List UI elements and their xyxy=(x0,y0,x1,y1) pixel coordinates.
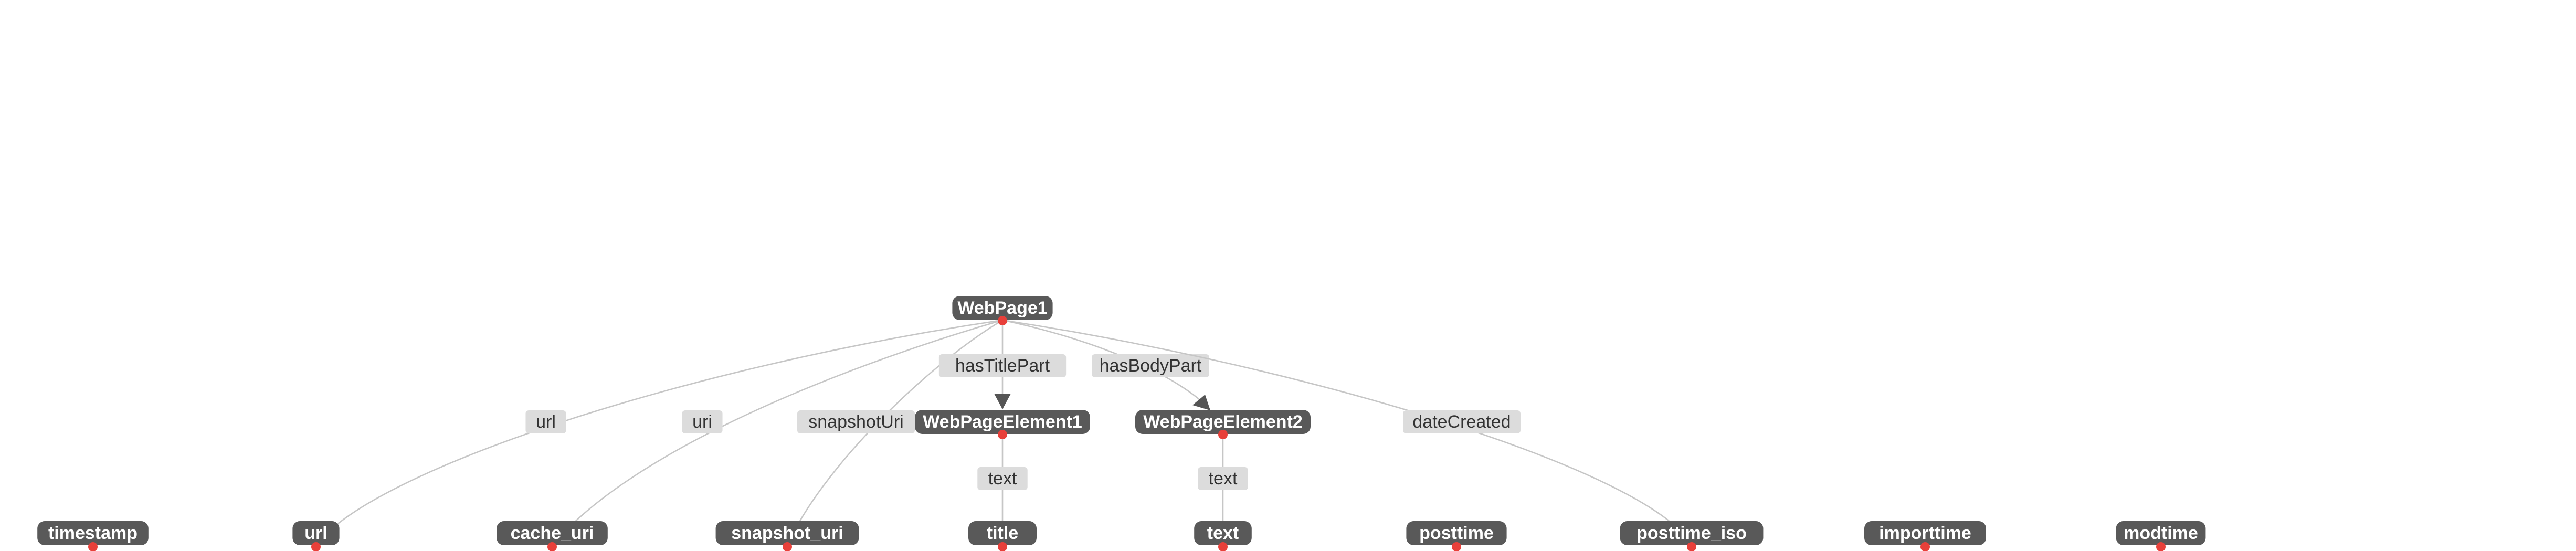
node-label: posttime xyxy=(1419,523,1494,543)
node-box[interactable] xyxy=(292,521,340,545)
port-dot-text[interactable] xyxy=(1218,542,1228,551)
edge-uri-cache-uri[interactable]: uri xyxy=(551,319,1003,546)
node-label: url xyxy=(304,523,327,543)
node-label: importtime xyxy=(1879,523,1971,543)
port-dot-web-page-element2[interactable] xyxy=(1218,430,1228,439)
node-modtime[interactable]: modtime xyxy=(2116,521,2206,545)
node-web-page-element1[interactable]: WebPageElement1 xyxy=(915,410,1090,434)
node-timestamp[interactable]: timestamp xyxy=(37,521,149,545)
node-label: text xyxy=(1207,523,1239,543)
node-posttime[interactable]: posttime xyxy=(1406,521,1507,545)
edge-label[interactable]: snapshotUri xyxy=(797,410,915,433)
node-box[interactable] xyxy=(1135,410,1311,434)
ports-layer xyxy=(88,316,2166,551)
node-label: modtime xyxy=(2124,523,2198,543)
edge-label[interactable]: text xyxy=(1198,467,1248,490)
node-url[interactable]: url xyxy=(292,521,340,545)
node-label: WebPageElement1 xyxy=(923,412,1082,432)
edge-label[interactable]: hasTitlePart xyxy=(938,354,1067,377)
edge-date-created-posttime-iso[interactable]: dateCreated xyxy=(1002,319,1693,546)
arrowhead-icon xyxy=(994,394,1011,409)
node-snapshot-uri[interactable]: snapshot_uri xyxy=(715,521,859,545)
node-box[interactable] xyxy=(1620,521,1764,545)
edge-label-text: snapshotUri xyxy=(808,412,903,432)
node-cache-uri[interactable]: cache_uri xyxy=(497,521,608,545)
node-text[interactable]: text xyxy=(1194,521,1252,545)
port-dot-web-page-element1[interactable] xyxy=(998,430,1007,439)
node-box[interactable] xyxy=(1194,521,1252,545)
edge-line[interactable] xyxy=(1002,319,1693,546)
node-posttime-iso[interactable]: posttime_iso xyxy=(1620,521,1764,545)
edge-snapshot-uri-snapshot-uri[interactable]: snapshotUri xyxy=(786,319,1003,546)
edge-label[interactable]: text xyxy=(977,467,1028,490)
node-label: snapshot_uri xyxy=(731,523,843,543)
edge-label-text: uri xyxy=(692,412,712,432)
edges-layer: url uri snapshotUri hasTitlePart hasBodyPart… xyxy=(315,319,1693,546)
node-box[interactable] xyxy=(1406,521,1507,545)
port-dot-snapshot-uri[interactable] xyxy=(783,542,792,551)
arrowhead-icon xyxy=(1192,395,1210,410)
node-label: timestamp xyxy=(48,523,138,543)
edge-label-text: hasBodyPart xyxy=(1100,356,1202,376)
edge-has-body-part-web-page-element2[interactable]: hasBodyPart xyxy=(1002,319,1210,410)
node-box[interactable] xyxy=(968,521,1037,545)
edge-label-text: text xyxy=(988,469,1017,489)
edge-label-text: url xyxy=(536,412,556,432)
edge-label[interactable]: uri xyxy=(682,410,723,433)
port-dot-posttime[interactable] xyxy=(1452,542,1461,551)
node-title[interactable]: title xyxy=(968,521,1037,545)
port-dot-cache-uri[interactable] xyxy=(547,542,557,551)
node-box[interactable] xyxy=(915,410,1090,434)
node-web-page-element2[interactable]: WebPageElement2 xyxy=(1135,410,1311,434)
port-dot-modtime[interactable] xyxy=(2156,542,2166,551)
port-dot-timestamp[interactable] xyxy=(88,542,98,551)
node-box[interactable] xyxy=(1864,521,1986,545)
edge-url-url[interactable]: url xyxy=(315,319,1003,546)
node-box[interactable] xyxy=(2116,521,2206,545)
node-box[interactable] xyxy=(952,296,1053,320)
edge-has-title-part-web-page-element1[interactable]: hasTitlePart xyxy=(938,320,1067,409)
edge-text-text[interactable]: text xyxy=(1198,433,1248,546)
port-dot-importtime[interactable] xyxy=(1920,542,1930,551)
port-dot-web-page1[interactable] xyxy=(998,316,1007,325)
port-dot-url[interactable] xyxy=(311,542,321,551)
edge-label-text: hasTitlePart xyxy=(955,356,1050,376)
node-label: cache_uri xyxy=(511,523,594,543)
node-box[interactable] xyxy=(37,521,149,545)
node-label: WebPageElement2 xyxy=(1143,412,1303,432)
node-box[interactable] xyxy=(497,521,608,545)
edge-label-text: text xyxy=(1209,469,1238,489)
node-label: WebPage1 xyxy=(957,298,1047,318)
node-box[interactable] xyxy=(715,521,859,545)
edge-label[interactable]: url xyxy=(525,410,566,433)
node-web-page1[interactable]: WebPage1 xyxy=(952,296,1053,320)
edge-text-title[interactable]: text xyxy=(977,433,1028,546)
edge-label[interactable]: dateCreated xyxy=(1403,410,1521,433)
node-importtime[interactable]: importtime xyxy=(1864,521,1986,545)
edge-line[interactable] xyxy=(551,319,1003,546)
edge-label[interactable]: hasBodyPart xyxy=(1092,354,1209,377)
node-label: title xyxy=(987,523,1018,543)
edge-label-text: dateCreated xyxy=(1412,412,1511,432)
port-dot-posttime-iso[interactable] xyxy=(1687,542,1696,551)
node-label: posttime_iso xyxy=(1637,523,1747,543)
port-dot-title[interactable] xyxy=(998,542,1007,551)
